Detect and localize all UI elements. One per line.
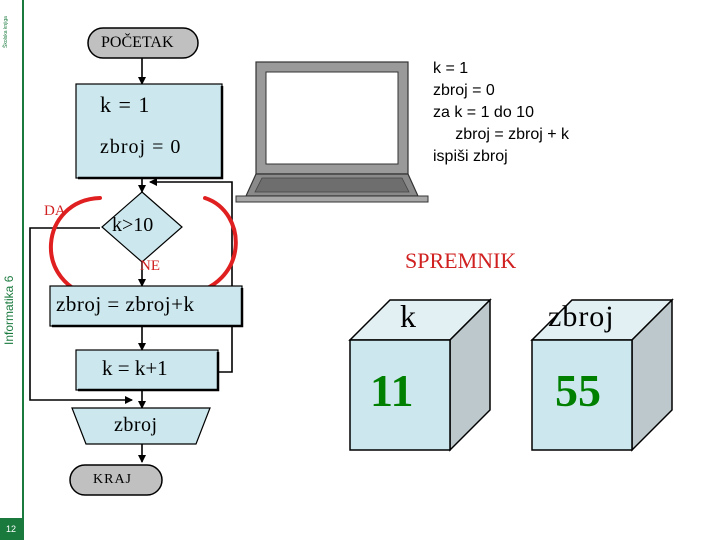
- init-box-shadow: [78, 86, 224, 180]
- start-terminal: [87, 27, 199, 59]
- code-line: zbroj = zbroj + k: [433, 126, 570, 143]
- laptop-icon: [235, 61, 429, 203]
- increment-box: [75, 349, 219, 391]
- memory-var2-value: 55: [555, 365, 601, 416]
- page-number: 12: [0, 518, 22, 540]
- memory-box-zbroj-front: [531, 339, 633, 451]
- add-box-shadow: [52, 288, 244, 328]
- code-line: ispiši zbroj: [433, 148, 508, 165]
- add-label: zbroj = zbroj+k: [56, 292, 195, 316]
- increment-box-shadow: [78, 352, 220, 392]
- output-shape: [71, 407, 211, 445]
- no-label: NE: [140, 258, 160, 274]
- memory-var1-name: k: [400, 298, 416, 334]
- decision-diamond: [101, 191, 183, 263]
- sidebar-band: [0, 0, 22, 540]
- code-line: k = 1: [433, 60, 469, 77]
- memory-box-icon: [348, 298, 674, 452]
- output-label: zbroj: [114, 414, 158, 436]
- init-box: [75, 83, 223, 179]
- add-box: [49, 285, 243, 327]
- connector-yes-branch: [29, 227, 133, 404]
- code-line: za k = 1 do 10: [433, 104, 534, 121]
- memory-title: SPREMNIK: [405, 248, 517, 273]
- decision-label: k>10: [112, 214, 154, 236]
- memory-var2-name: zbroj: [548, 300, 615, 333]
- memory-var1-value: 11: [370, 365, 414, 416]
- sidebar: [0, 0, 22, 540]
- init-sum-label: zbroj = 0: [100, 136, 182, 158]
- pseudocode-block: k = 1 zbroj = 0 za k = 1 do 10 zbroj = z…: [433, 58, 569, 168]
- sidebar-accent-line: [22, 0, 24, 540]
- increment-label: k = k+1: [102, 356, 168, 380]
- code-line: zbroj = 0: [433, 82, 495, 99]
- memory-box-k-front: [349, 339, 451, 451]
- end-label: KRAJ: [93, 472, 133, 487]
- yes-label: DA: [44, 203, 66, 219]
- start-label: POČETAK: [101, 34, 174, 51]
- loop-highlight-right: [183, 196, 238, 297]
- end-terminal: [69, 464, 163, 496]
- init-k-label: k = 1: [100, 92, 151, 117]
